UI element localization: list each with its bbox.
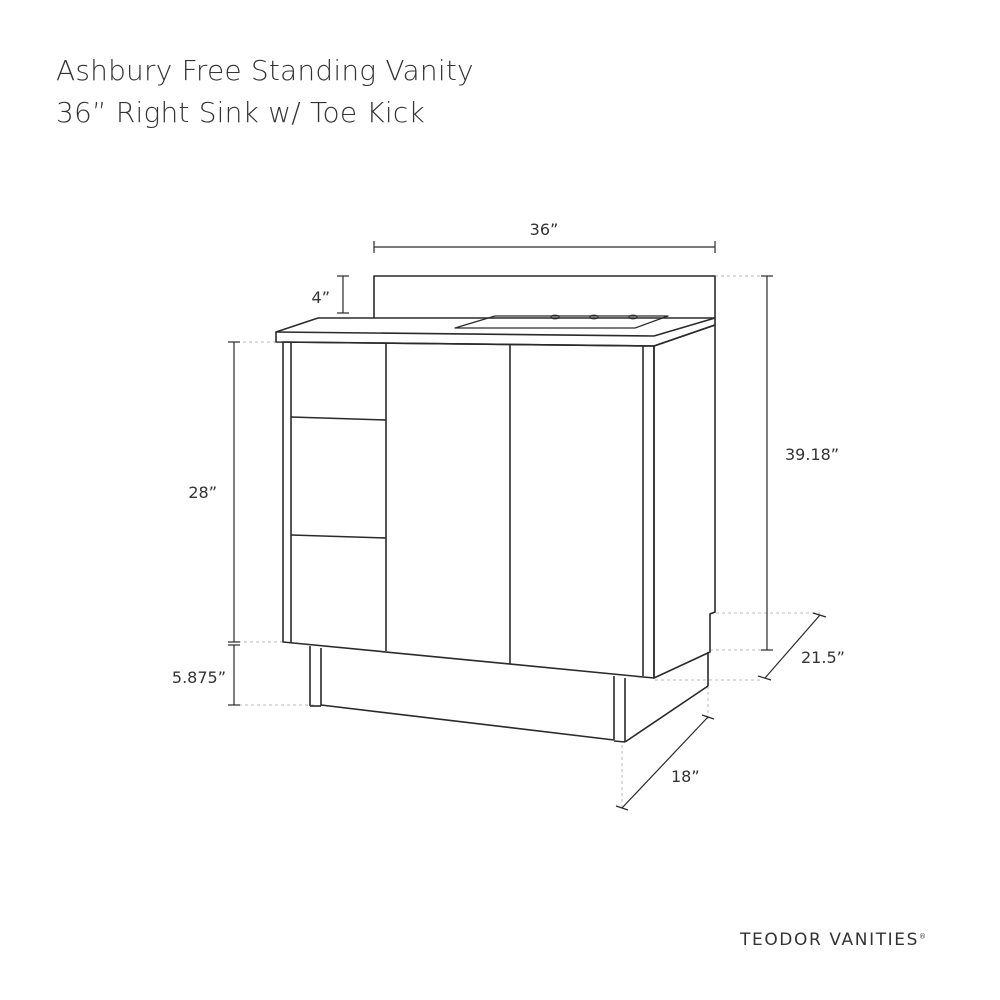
drawers	[290, 343, 387, 651]
cabinet-side	[653, 324, 716, 679]
vanity-illustration	[275, 275, 716, 743]
backsplash	[373, 275, 716, 318]
product-subtitle: 36” Right Sink w/ Toe Kick	[56, 96, 425, 129]
dimension-lines	[228, 241, 827, 811]
faucet-holes	[550, 314, 638, 320]
dimension-labels: 36” 4” 28” 5.875” 39.18” 21.5” 18”	[172, 220, 845, 786]
dim-base-depth-label: 18”	[671, 767, 700, 786]
brand-wordmark: TEODOR VANITIES®	[740, 930, 926, 950]
cabinet-front	[282, 341, 655, 679]
doors	[509, 344, 644, 676]
brand-name: TEODOR VANITIES	[740, 930, 920, 950]
guide-lines	[240, 275, 820, 810]
dim-total-height-label: 39.18”	[785, 445, 839, 464]
dim-backsplash-label: 4”	[312, 288, 330, 307]
registered-mark: ®	[919, 932, 927, 941]
product-title: Ashbury Free Standing Vanity	[56, 54, 474, 87]
toe-kick	[309, 646, 709, 743]
sink-cutout	[454, 315, 669, 329]
dim-cabinet-height-label: 28”	[188, 483, 217, 502]
dim-toe-kick-label: 5.875”	[172, 668, 226, 687]
dim-top-depth-label: 21.5”	[801, 648, 845, 667]
dim-width-label: 36”	[530, 220, 559, 239]
